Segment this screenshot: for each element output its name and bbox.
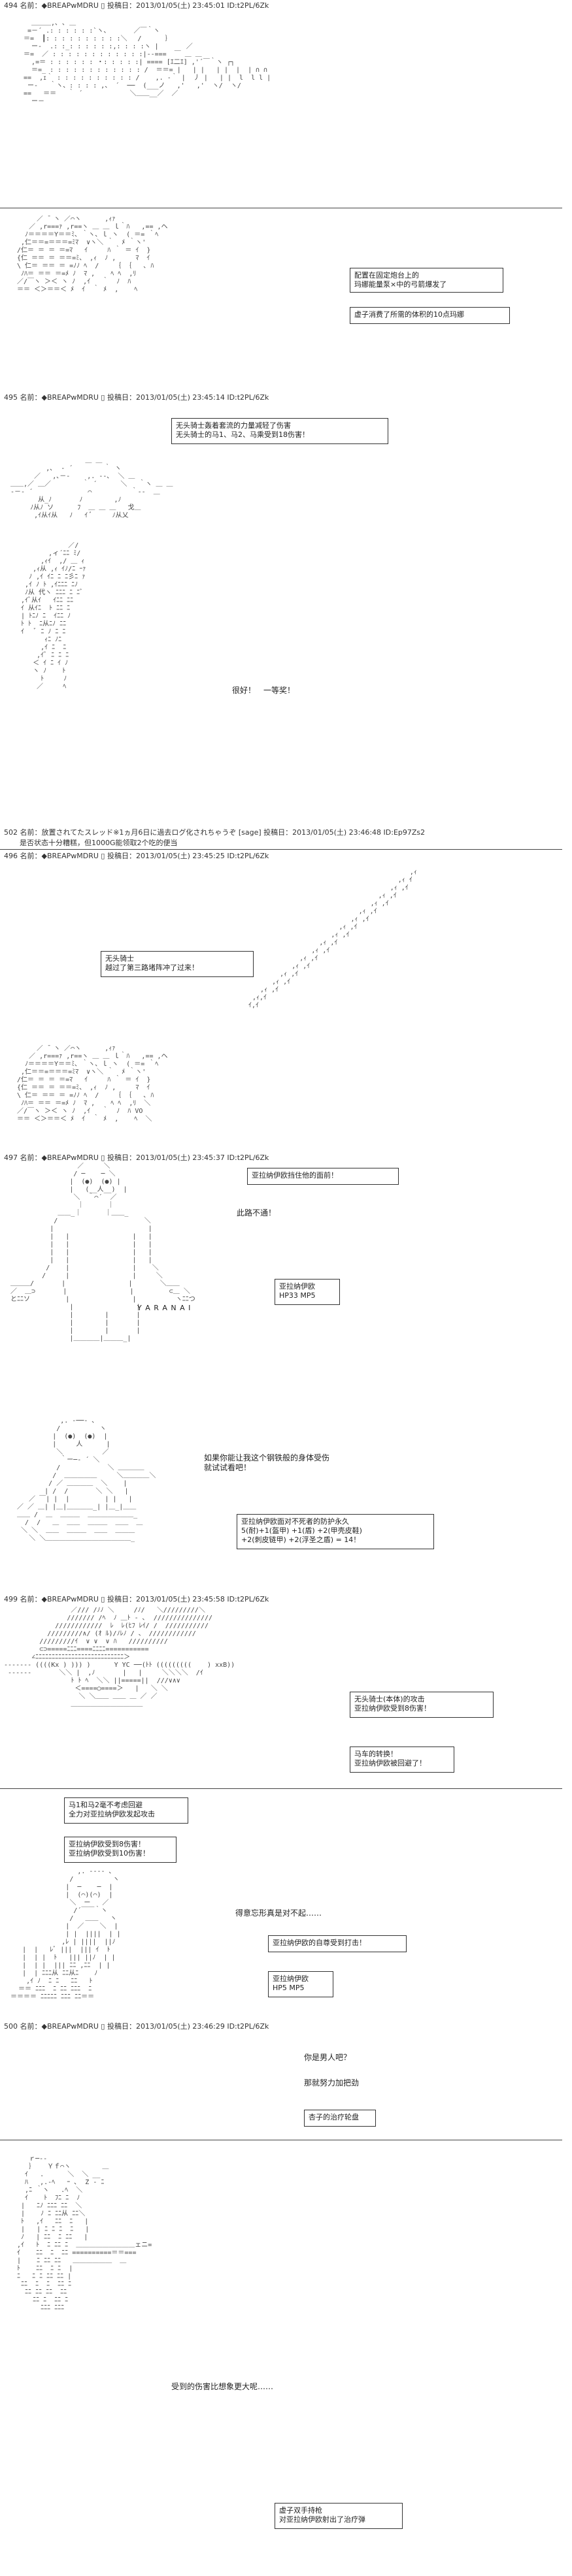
ascii-art-headless-knight: ／ ̄｀ヽ ／⌒ヽ ,ｨｧ ／ ,r===ｧ ,r==ヽ ＿ ＿ ｌ｀ﾊ ,==… xyxy=(17,216,168,293)
post-header-text: 494 名前：◆BREAPwMDRU ▯ 投稿日：2013/01/05(土) 2… xyxy=(4,1,269,10)
post-header-text: 500 名前：◆BREAPwMDRU ▯ 投稿日：2013/01/05(土) 2… xyxy=(4,2022,269,2031)
message-box: 亚拉纳伊欧挡住他的面前！ xyxy=(247,1168,399,1185)
post-header: 499 名前：◆BREAPwMDRU ▯ 投稿日：2013/01/05(土) 2… xyxy=(4,1595,269,1604)
post-header: 495 名前：◆BREAPwMDRU ▯ 投稿日：2013/01/05(土) 2… xyxy=(4,393,269,402)
ascii-art-yaranai-kneeling: ,. -‐‐- ､ / ヽ | ─ ─ | | (⌒)(⌒) | ＼ ー ／ /… xyxy=(10,1868,121,2001)
post-divider xyxy=(0,1788,562,1789)
message-box: 配置在固定炮台上的 玛娜能量泵×中的弓箭爆发了 xyxy=(350,268,503,293)
ascii-art-dango: ,. -──- ､ / ヽ | (●) (●) | | 人 | ＼ ／ ｀ー─‐… xyxy=(17,1417,156,1542)
ascii-art-cannon: ＿＿＿,､ ､ ＿ =－´ .: : : : : :`ヽ、 ／￣｀ヽ ＝= ┃:… xyxy=(24,20,271,105)
post-header-text: 495 名前：◆BREAPwMDRU ▯ 投稿日：2013/01/05(土) 2… xyxy=(4,393,269,402)
post-header-text: 497 名前：◆BREAPwMDRU ▯ 投稿日：2013/01/05(土) 2… xyxy=(4,1153,269,1162)
ascii-art-gunner: ｒ─‐- ｝ Ｙｆ⌒ヽ ＿ ｲ . ＼ ＼ __ ﾊ ,.-ﾍ ｰ ､ Z ‐ … xyxy=(17,2155,152,2311)
post-header-text: 502 名前：放置されてたスレッド※1ヵ月6日に過去ログ化されちゃうぞ [sag… xyxy=(4,828,426,837)
message-box: 无头骑士(本体)的攻击 亚拉纳伊欧受到8伤害！ xyxy=(350,1692,494,1718)
dialogue-text: 得意忘形真是对不起…… xyxy=(235,1908,322,1918)
message-box: 无头骑士 越过了第三路堵阵冲了过来！ xyxy=(101,951,254,977)
dialogue-text: 受到的伤害比想象更大呢…… xyxy=(171,2382,274,2391)
message-box: 亚拉纳伊欧受到8伤害！ 亚拉纳伊欧受到10伤害！ xyxy=(64,1837,177,1863)
post-extra-text: 是否状态十分糟糕，但1000G能领取2个吃的便当 xyxy=(20,839,178,847)
post-header: 496 名前：◆BREAPwMDRU ▯ 投稿日：2013/01/05(土) 2… xyxy=(4,852,269,861)
yaranai-label: Y A R A N A I xyxy=(137,1304,192,1312)
dialogue-text: 很好！ 一等奖！ xyxy=(232,686,295,695)
ascii-art-explosion: ＿ ＿ ,､ ‐ ´ ｀ ヽ ／ ,､－- ,. -‐､ ＼ ＿ ＿＿,／ ＿／… xyxy=(10,457,173,519)
message-box: 杏子的治疗轮盘 xyxy=(304,2110,376,2127)
dialogue-text: 那就努力加把劲 xyxy=(304,2078,360,2087)
post-header: 502 名前：放置されてたスレッド※1ヵ月6日に過去ログ化されちゃうぞ [sag… xyxy=(4,828,425,837)
post-divider xyxy=(0,849,562,850)
ascii-art-headless-knight: ／ ̄｀ヽ ／⌒ヽ ,ｨｧ ／ ,r===ｧ ,r==ヽ ＿ ＿ ｌ｀ﾊ ,==… xyxy=(17,1045,168,1123)
message-box: 虚子双手持枪 对亚拉纳伊欧射出了治疗弹 xyxy=(275,2503,403,2529)
dialogue-text: 你是男人吧？ xyxy=(304,2053,352,2062)
post-header: 497 名前：◆BREAPwMDRU ▯ 投稿日：2013/01/05(土) 2… xyxy=(4,1153,269,1163)
message-box: 马车的转换！ 亚拉纳伊欧被回避了！ xyxy=(350,1747,454,1773)
post-extra: 是否状态十分糟糕，但1000G能领取2个吃的便当 xyxy=(20,839,178,848)
ascii-art-cheering-figure: ／/ ,ィ´ﾆﾆ ﾐ/ ,ｨｲ ,/ ＿ ｨ ,ｨ从 ,ｨ ｲﾉ/ﾆ ｰｧ ﾉ … xyxy=(21,542,86,690)
message-box: 亚拉纳伊欧面对不死者的防护永久 5(耐)+1(盔甲) +1(盾) +2(甲壳皮鞋… xyxy=(237,1514,434,1549)
message-box: 亚拉纳伊欧的自尊受到打击！ xyxy=(268,1935,407,1952)
ascii-art-knight-attack: ／/// /ﾉﾉ ＼ /ﾉ/ ＼/////////＼ /////// /ﾍ ﾉ … xyxy=(4,1607,235,1708)
message-box: 无头骑士轰着套流的力量减轻了伤害 无头骑士的马1、马2、马乘受到18伤害！ xyxy=(171,418,388,444)
message-box: 马1和马2毫不考虑回避 全力对亚拉纳伊欧发起攻击 xyxy=(64,1797,188,1824)
post-header-text: 496 名前：◆BREAPwMDRU ▯ 投稿日：2013/01/05(土) 2… xyxy=(4,852,269,860)
post-header: 500 名前：◆BREAPwMDRU ▯ 投稿日：2013/01/05(土) 2… xyxy=(4,2022,269,2031)
ascii-art-sword: ,ｨ ,ｨ ｲ ,ｨ ,ｲ ,ｨ ,ｲ ,ｨ ,ｲ ,ｨ ,ｲ xyxy=(248,869,417,1009)
post-header-text: 499 名前：◆BREAPwMDRU ▯ 投稿日：2013/01/05(土) 2… xyxy=(4,1595,269,1603)
dialogue-text: 如果你能让我这个钢铁般的身体受伤 就试试看吧！ xyxy=(204,1453,330,1472)
status-box: 亚拉纳伊欧 HP33 MP5 xyxy=(275,1279,340,1305)
post-header: 494 名前：◆BREAPwMDRU ▯ 投稿日：2013/01/05(土) 2… xyxy=(4,1,269,10)
dialogue-text: 此路不通！ xyxy=(237,1208,277,1217)
ascii-art-yaranai: ／￣￣￣＼ / ─ ─ ＼ | (●) (●) | | (__人__) | ＼ … xyxy=(10,1163,195,1342)
status-box: 亚拉纳伊欧 HP5 MP5 xyxy=(268,1971,333,1997)
message-box: 虚子消费了所需的体积的10点玛娜 xyxy=(350,307,510,324)
